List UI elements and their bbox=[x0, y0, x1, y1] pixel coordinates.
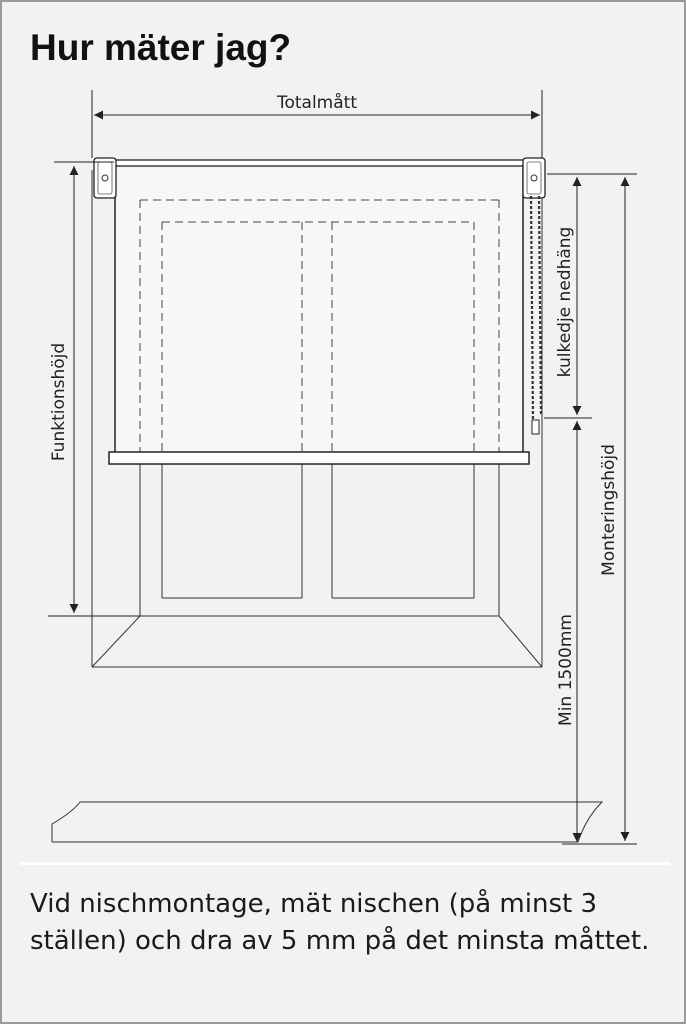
min-height-dimension bbox=[562, 421, 637, 845]
chain-drop-dimension bbox=[544, 173, 602, 419]
roller-tube bbox=[101, 159, 537, 167]
window-niche bbox=[91, 170, 543, 668]
measurement-diagram: Totalmått Funktionshöjd kulkedje nedhäng… bbox=[48, 90, 637, 845]
hidden-window-outline bbox=[139, 199, 500, 452]
bottom-rail bbox=[108, 451, 530, 465]
bead-chain bbox=[529, 195, 543, 435]
min-height-label: Min 1500mm bbox=[556, 614, 576, 726]
floor-skirting bbox=[51, 801, 604, 843]
right-bracket bbox=[522, 157, 546, 199]
mounting-height-dimension bbox=[602, 173, 637, 841]
total-width-dimension bbox=[91, 90, 543, 158]
niche-mounting-note: Vid nischmontage, mät nischen (på minst … bbox=[30, 889, 650, 956]
function-height-dimension bbox=[48, 161, 140, 617]
mounting-height-label: Monteringshöjd bbox=[599, 444, 619, 576]
function-height-label: Funktionshöjd bbox=[49, 343, 69, 461]
total-width-label: Totalmått bbox=[276, 92, 357, 113]
page-title: Hur mäter jag? bbox=[30, 27, 292, 68]
chain-drop-label: kulkedje nedhäng bbox=[555, 227, 575, 378]
left-bracket bbox=[93, 157, 117, 199]
window-frame bbox=[161, 464, 475, 599]
roller-blind bbox=[114, 163, 524, 457]
section-divider bbox=[20, 862, 670, 865]
